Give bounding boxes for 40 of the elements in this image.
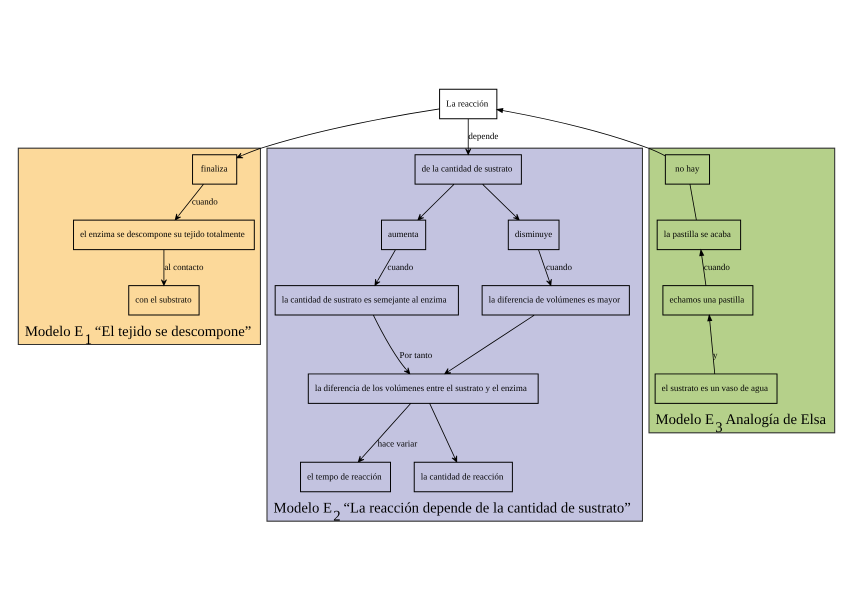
node-box: aumenta [381, 219, 426, 250]
arrow [374, 248, 396, 286]
arrow [358, 402, 412, 462]
edge-label: depende [468, 130, 498, 141]
arrow [707, 313, 716, 374]
arrow [160, 248, 167, 286]
arrow [482, 184, 520, 220]
node-box: la cantidad de reacción [414, 461, 513, 492]
node-box: finaliza [192, 154, 238, 184]
node-box: la diferencia de los volúmenes entre el sustrato y el enzima [308, 372, 539, 404]
edge-label: cuando [387, 261, 414, 272]
edge-label: cuando [704, 261, 730, 272]
node-box: la pastilla se acaba [656, 219, 742, 250]
edge-label: cuando [546, 261, 572, 272]
arrow [372, 314, 410, 374]
node-box: con el substrato [128, 284, 200, 316]
edge-label: y [713, 350, 718, 360]
arrow [699, 248, 706, 286]
edge-label: hace variar [378, 438, 418, 448]
arrow [465, 118, 472, 154]
node-box: no hay [664, 154, 710, 184]
arrow [417, 184, 454, 220]
node-box: el tempo de reacción [300, 461, 391, 492]
edge-label: al contacto [164, 261, 204, 272]
node-box: la cantidad de sustrato es semejante al enzima [274, 284, 459, 316]
node-box: echamos una pastilla [662, 284, 754, 316]
node-box: de la cantidad de sustrato [414, 154, 522, 184]
edge-label: Por tanto [400, 350, 432, 360]
node-box: el sustrato es un vaso de agua [654, 372, 778, 404]
node-box: La reacción [439, 88, 498, 119]
edge-label: cuando [192, 196, 218, 206]
arrow [429, 402, 458, 462]
node-box: disminuye [508, 219, 560, 250]
arrow [444, 314, 535, 374]
arrow [496, 108, 666, 156]
arrow [174, 184, 204, 220]
node-box: el enzima se descompone su tejido totalmente [73, 219, 255, 250]
arrow [538, 248, 552, 286]
connector [690, 184, 697, 220]
node-box: la diferencia de volúmenes es mayor [482, 284, 630, 316]
